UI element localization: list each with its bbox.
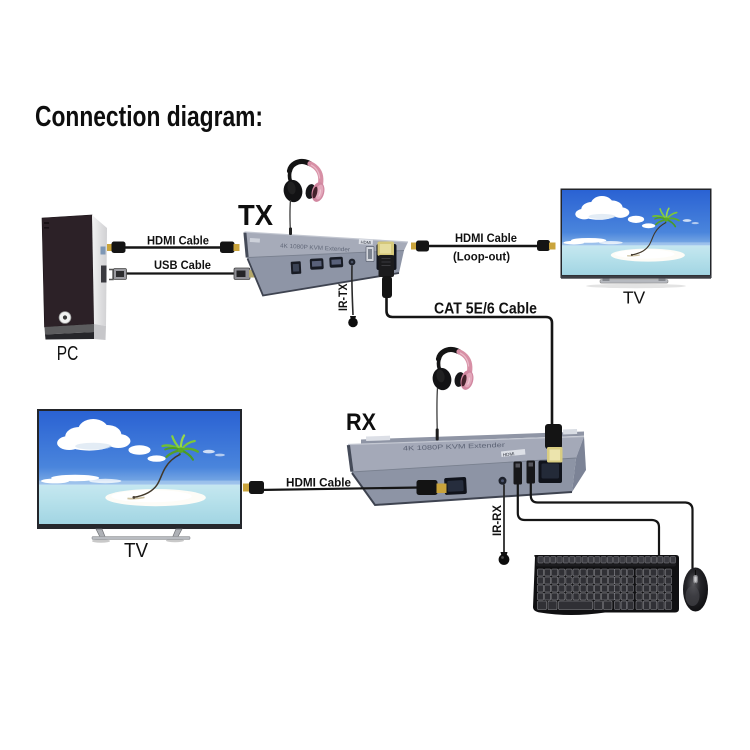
svg-text:USB Cable: USB Cable bbox=[154, 258, 211, 272]
svg-text:(Loop-out): (Loop-out) bbox=[453, 250, 510, 264]
svg-text:IR-TX: IR-TX bbox=[338, 283, 350, 311]
svg-text:4K 1080P KVM Extender: 4K 1080P KVM Extender bbox=[280, 244, 350, 254]
svg-text:HDMI: HDMI bbox=[360, 240, 371, 246]
svg-text:TX: TX bbox=[238, 200, 273, 232]
svg-text:TV: TV bbox=[623, 288, 646, 308]
svg-text:HDMI: HDMI bbox=[503, 451, 515, 457]
svg-text:Connection diagram:: Connection diagram: bbox=[35, 101, 263, 133]
svg-text:4K 1080P KVM Extender: 4K 1080P KVM Extender bbox=[403, 442, 506, 453]
svg-text:HDMI Cable: HDMI Cable bbox=[286, 476, 351, 490]
svg-text:TV: TV bbox=[124, 539, 148, 562]
svg-text:HDMI Cable: HDMI Cable bbox=[455, 231, 517, 245]
svg-text:RX: RX bbox=[346, 409, 377, 436]
svg-text:IR-RX: IR-RX bbox=[490, 505, 504, 536]
svg-text:HDMI Cable: HDMI Cable bbox=[147, 234, 209, 248]
svg-text:PC: PC bbox=[57, 342, 79, 365]
svg-text:CAT 5E/6 Cable: CAT 5E/6 Cable bbox=[434, 301, 537, 318]
